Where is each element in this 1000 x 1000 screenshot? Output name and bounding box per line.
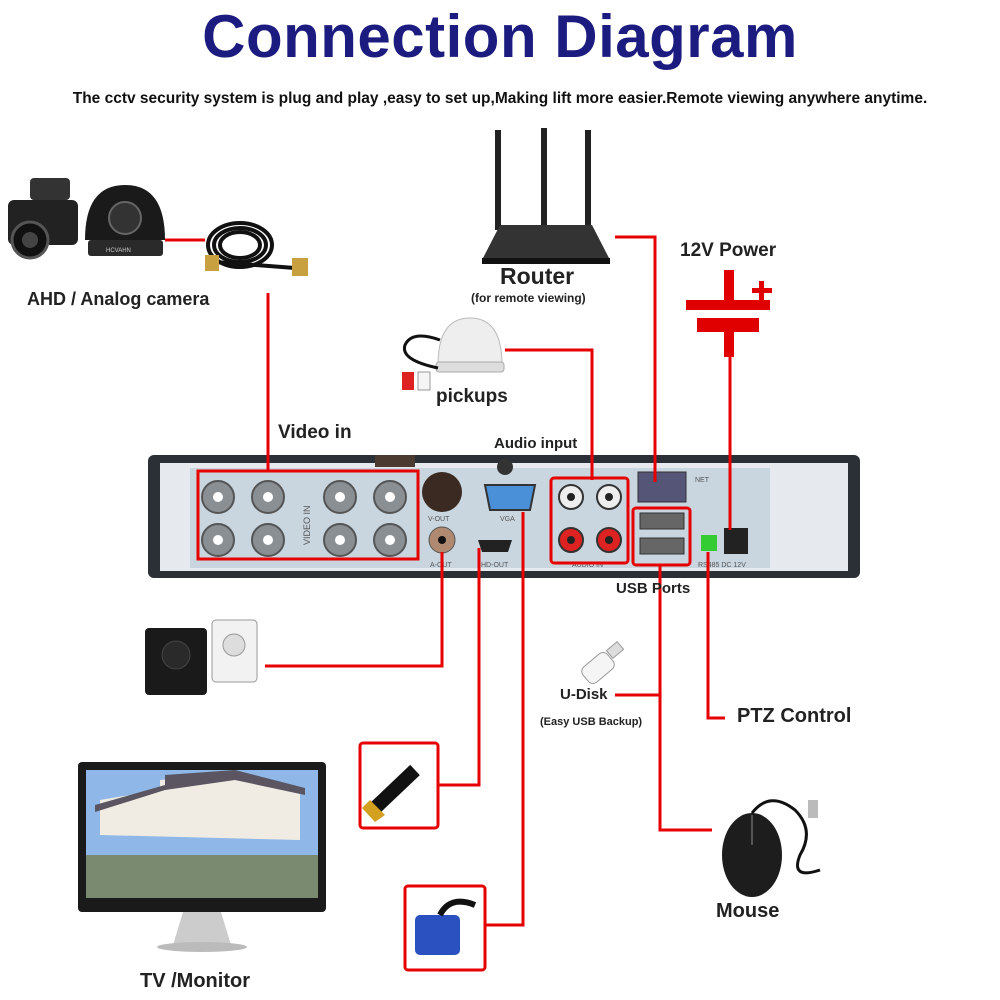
- router-device: [482, 128, 610, 264]
- label-usb-ports: USB Ports: [616, 580, 691, 597]
- label-mouse: Mouse: [716, 900, 780, 922]
- panel-video-in: VIDEO IN: [302, 505, 312, 545]
- label-audio-input: Audio input: [494, 435, 578, 452]
- label-router-note: (for remote viewing): [471, 291, 586, 305]
- dc-power-icon: [686, 270, 772, 357]
- bnc-cable-coil: [205, 221, 308, 276]
- tv-monitor: [78, 762, 326, 952]
- bullet-camera: [8, 178, 78, 260]
- label-router: Router: [500, 263, 575, 289]
- hdmi-cable: [362, 764, 420, 822]
- panel-rs485: RS485 DC 12V: [698, 562, 746, 569]
- panel-vga: VGA: [500, 516, 515, 523]
- connector-lines: [165, 235, 732, 972]
- page-title: Connection Diagram: [202, 3, 798, 70]
- label-udisk: U-Disk: [560, 686, 608, 703]
- label-monitor: TV /Monitor: [140, 970, 250, 992]
- panel-hd-out: HD-OUT: [481, 562, 509, 569]
- audio-pickup-device: [402, 317, 505, 391]
- label-udisk-note: (Easy USB Backup): [540, 716, 643, 728]
- usb-drive: [581, 640, 625, 684]
- label-power: 12V Power: [680, 240, 777, 261]
- panel-v-out: V-OUT: [428, 516, 450, 523]
- subtitle: The cctv security system is plug and pla…: [72, 90, 928, 107]
- panel-net: NET: [695, 477, 710, 484]
- label-ptz: PTZ Control: [737, 705, 852, 727]
- vga-cable: [415, 898, 477, 955]
- dome-camera: HCVAHN: [85, 185, 165, 256]
- label-pickups: pickups: [436, 386, 508, 407]
- mouse-device: [722, 799, 821, 897]
- speakers: [145, 619, 258, 695]
- label-video-in: Video in: [278, 422, 352, 443]
- camera-brand: HCVAHN: [106, 248, 131, 254]
- label-camera: AHD / Analog camera: [27, 289, 210, 309]
- panel-audio-in: AUDIO IN: [572, 562, 603, 569]
